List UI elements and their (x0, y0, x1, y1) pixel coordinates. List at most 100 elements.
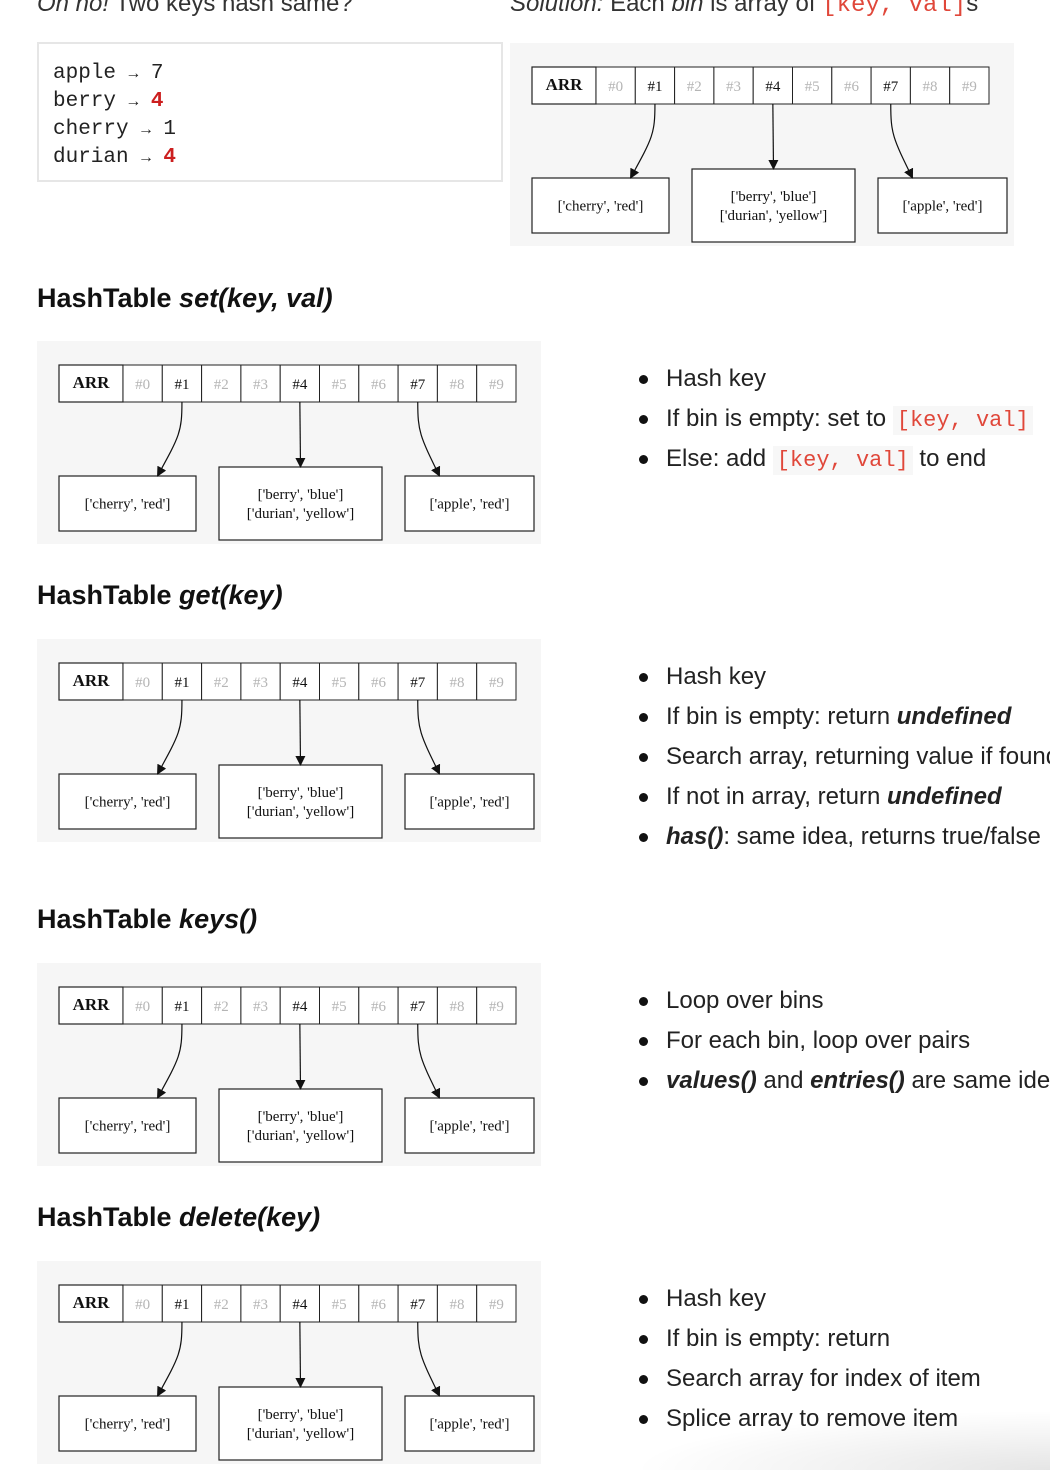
hash-table-diagram: ARR#0#1#2#3#4#5#6#7#8#9['cherry', 'red']… (58, 364, 535, 541)
array-slot-label: #1 (174, 1297, 189, 1313)
bin-entry: ['apple', 'red'] (430, 497, 510, 513)
array-slot-label: #6 (844, 79, 860, 95)
slot-to-bin-arrow (417, 1321, 441, 1397)
array-slot (319, 1284, 360, 1323)
bullet-item: If bin is empty: return (636, 1319, 981, 1359)
array-slot (476, 986, 517, 1025)
bin-entry: ['cherry', 'red'] (558, 199, 644, 215)
bullet-item: If not in array, return undefined (636, 777, 1050, 817)
bullet-item: Hash key (636, 359, 1033, 399)
array-slot-label: #6 (371, 377, 387, 393)
array-slot (122, 986, 163, 1025)
array-slot-label: #2 (214, 675, 229, 691)
bin-box (877, 177, 1008, 234)
bullet-item: Else: add [key, val] to end (636, 439, 1033, 479)
array-slot-label: #2 (214, 1297, 229, 1313)
array-slot (161, 662, 203, 701)
bin-entry: ['durian', 'yellow'] (247, 1128, 354, 1144)
slot-to-bin-arrow (417, 401, 441, 477)
bullet-item: values() and entries() are same idea (636, 1061, 1050, 1101)
bullet-list-get: Hash key If bin is empty: return undefine… (636, 657, 1050, 857)
code-line: berry → 4 (53, 88, 163, 116)
array-slot-label: #8 (450, 377, 465, 393)
array-label: ARR (73, 1293, 111, 1312)
array-slot (397, 662, 438, 701)
bin-box (218, 466, 383, 541)
code-hash: 4 (150, 146, 177, 169)
array-label-cell (58, 1284, 124, 1323)
bullet-text: Hash key (666, 1285, 767, 1312)
array-slot-label: #4 (765, 79, 781, 95)
array-slot (476, 364, 517, 403)
array-slot-label: #6 (371, 999, 387, 1015)
bin-box (218, 764, 383, 839)
array-slot-label: #5 (805, 79, 820, 95)
array-slot (634, 66, 676, 105)
array-slot-label: #1 (174, 999, 189, 1015)
bullet-text: For each bin, loop over pairs (666, 1027, 971, 1054)
array-slot-label: #9 (489, 675, 504, 691)
code-hash: 1 (150, 118, 177, 141)
bullet-text: Search array, returning value if found (666, 743, 1050, 770)
section-title-get: HashTable get(key) (37, 579, 283, 611)
bin-entry: ['apple', 'red'] (430, 795, 510, 811)
bullet-item: has(): same idea, returns true/false (636, 817, 1050, 857)
array-slot (436, 662, 478, 701)
inline-code: [key, val] (772, 446, 913, 475)
array-slot-label: #6 (371, 675, 387, 691)
array-slot (201, 662, 242, 701)
section-title-plain: HashTable (37, 904, 180, 934)
diagram-keys: ARR#0#1#2#3#4#5#6#7#8#9['cherry', 'red']… (37, 963, 541, 1166)
bullet-item: If bin is empty: set to [key, val] (636, 399, 1033, 439)
bullet-text: Hash key (666, 663, 767, 690)
array-slot-label: #8 (450, 999, 465, 1015)
array-slot-label: #4 (292, 377, 308, 393)
bin-box (58, 1395, 197, 1452)
bullet-text: If bin is empty: return (666, 1325, 891, 1352)
array-slot (909, 66, 951, 105)
collision-heading-emphasis: Oh no! (37, 0, 110, 17)
array-slot (595, 66, 636, 105)
bin-entry: ['berry', 'blue'] (731, 189, 817, 205)
array-slot (476, 1284, 517, 1323)
bullet-text: Hash key (666, 365, 767, 392)
array-slot-label: #3 (253, 1297, 268, 1313)
solution-text-1: Each (603, 0, 672, 17)
bin-box (404, 475, 535, 532)
bullet-item: Loop over bins (636, 981, 1050, 1021)
bullet-item: If bin is empty: return undefined (636, 697, 1050, 737)
bin-entry: ['apple', 'red'] (903, 199, 983, 215)
bullet-item: Search array, returning value if found (636, 737, 1050, 777)
diagram-set: ARR#0#1#2#3#4#5#6#7#8#9['cherry', 'red']… (37, 341, 541, 544)
bin-entry: ['durian', 'yellow'] (247, 804, 354, 820)
array-slot (122, 364, 163, 403)
bullet-text: Splice array to remove item (666, 1405, 959, 1432)
solution-code: [key, val] (822, 0, 967, 19)
slot-to-bin-arrow (295, 1321, 306, 1388)
solution-heading: Solution: Each bin is array of [key, val… (510, 0, 978, 20)
bin-box (691, 168, 856, 243)
array-label: ARR (73, 373, 111, 392)
array-slot-label: #7 (410, 999, 426, 1015)
array-slot-label: #7 (883, 79, 899, 95)
array-slot-label: #9 (489, 377, 504, 393)
bullet-text: Loop over bins (666, 987, 824, 1014)
slot-to-bin-arrow (768, 103, 779, 170)
bullet-text: to end (912, 445, 987, 472)
diagram-solution: ARR#0#1#2#3#4#5#6#7#8#9['cherry', 'red']… (510, 43, 1014, 246)
array-label: ARR (546, 75, 584, 94)
collision-heading: Oh no! Two keys hash same? (37, 0, 353, 18)
array-slot-label: #2 (214, 377, 229, 393)
array-slot (476, 662, 517, 701)
array-slot-label: #3 (726, 79, 741, 95)
section-title-delete: HashTable delete(key) (37, 1201, 320, 1233)
code-line: cherry → 1 (53, 116, 176, 144)
section-title-set: HashTable set(key, val) (37, 282, 333, 314)
slot-to-bin-arrow (156, 1023, 183, 1099)
arrow-icon: → (141, 121, 151, 139)
array-slot-label: #9 (962, 79, 977, 95)
array-slot-label: #1 (647, 79, 662, 95)
diagram-delete: ARR#0#1#2#3#4#5#6#7#8#9['cherry', 'red']… (37, 1261, 541, 1464)
